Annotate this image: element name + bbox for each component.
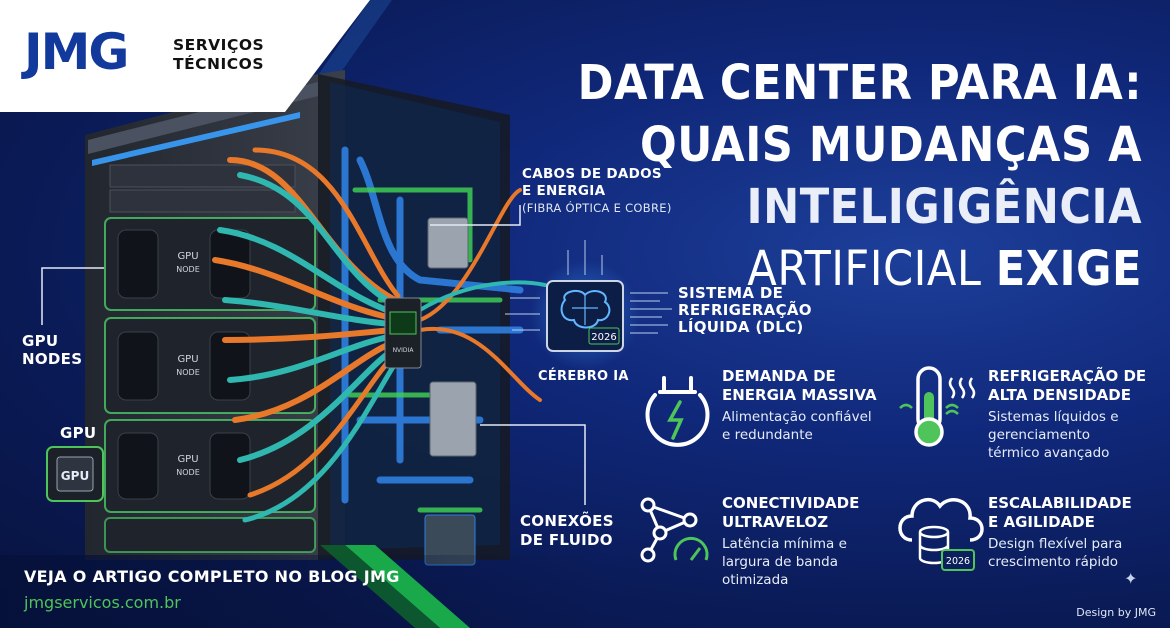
- gpu-node-label: GPU: [177, 354, 198, 365]
- callout-fluid-line-2: DE FLUIDO: [520, 531, 613, 549]
- page-title: DATA CENTER PARA IA: QUAIS MUDANÇAS A IN…: [542, 52, 1142, 300]
- feature-title: ESCALABILIDADE E AGILIDADE: [988, 494, 1132, 532]
- logo-brand: JMG: [24, 23, 129, 81]
- ai-chip: NVIDIA: [384, 297, 422, 369]
- cold-plate-bottom: [429, 381, 477, 457]
- year-badge: 2026: [946, 556, 970, 567]
- gpu-node-1: GPU NODE: [104, 217, 316, 311]
- feature-title-line: ULTRAVELOZ: [722, 513, 829, 531]
- logo-line-1: SERVIÇOS: [173, 36, 265, 54]
- logo-line-2: TÉCNICOS: [173, 55, 264, 73]
- feature-desc-line: térmico avançado: [988, 445, 1110, 461]
- gpu-chip: GPU: [46, 446, 104, 502]
- gpu-node-2: GPU NODE: [104, 317, 316, 414]
- feature-desc-line: Design flexível para: [988, 536, 1123, 552]
- callout-dlc-line-1: SISTEMA DE: [678, 284, 784, 302]
- feature-title: REFRIGERAÇÃO DE ALTA DENSIDADE: [988, 367, 1146, 405]
- callout-cables-note: (FIBRA ÓPTICA E COBRE): [522, 201, 672, 215]
- feature-desc-line: largura de banda: [722, 554, 838, 570]
- gpu-chip-label: GPU: [61, 469, 89, 483]
- callout-fluid-line-1: CONEXÕES: [520, 512, 614, 530]
- title-line-4: ARTIFICIAL EXIGE: [542, 238, 1142, 300]
- gpu-node-label: NODE: [176, 468, 200, 477]
- feature-cooling: REFRIGERAÇÃO DE ALTA DENSIDADE Sistemas …: [988, 367, 1146, 462]
- feature-description: Alimentação confiável e redundante: [722, 408, 877, 444]
- data-power-cables: [212, 147, 547, 523]
- title-line-1: DATA CENTER PARA IA:: [577, 55, 1142, 111]
- callout-fluid: CONEXÕES DE FLUIDO: [520, 512, 614, 550]
- callout-dlc: SISTEMA DE REFRIGERAÇÃO LÍQUIDA (DLC): [678, 285, 812, 336]
- feature-scalability: ESCALABILIDADE E AGILIDADE Design flexív…: [988, 494, 1132, 571]
- title-line-4b: EXIGE: [995, 241, 1142, 297]
- gpu-node-3: GPU NODE: [104, 419, 316, 513]
- callout-brain: CÉREBRO IA: [538, 369, 629, 384]
- feature-title-line: ENERGIA MASSIVA: [722, 386, 877, 404]
- power-bolt-icon: [645, 376, 710, 447]
- website-link[interactable]: jmgservicos.com.br: [24, 593, 181, 612]
- callout-gpu-nodes-line-1: GPU: [22, 332, 59, 350]
- title-line-4a: ARTIFICIAL: [747, 241, 996, 297]
- brain-year-badge: 2026: [591, 332, 616, 343]
- feature-title-line: REFRIGERAÇÃO DE: [988, 367, 1147, 385]
- callout-gpu: GPU: [60, 424, 97, 442]
- feature-title-line: CONECTIVIDADE: [722, 494, 860, 512]
- callout-cables: CABOS DE DADOS E ENERGIA (FIBRA ÓPTICA E…: [522, 166, 672, 217]
- feature-title-line: E AGILIDADE: [988, 513, 1095, 531]
- ai-brain-chip: 2026: [505, 240, 672, 370]
- callout-leaders: [41, 205, 586, 505]
- callout-gpu-nodes: GPU NODES: [22, 332, 82, 368]
- feature-desc-line: Sistemas líquidos e: [988, 409, 1119, 425]
- feature-title-line: DEMANDA DE: [722, 367, 836, 385]
- feature-description: Design flexível para crescimento rápido: [988, 535, 1132, 571]
- feature-title-line: ESCALABILIDADE: [988, 494, 1132, 512]
- feature-desc-line: Alimentação confiável: [722, 409, 872, 425]
- cold-plate-top: [427, 217, 469, 269]
- feature-energy: DEMANDA DE ENERGIA MASSIVA Alimentação c…: [722, 367, 877, 444]
- callout-gpu-nodes-line-2: NODES: [22, 350, 83, 368]
- cloud-database-icon: 2026: [898, 497, 984, 571]
- feature-desc-line: e redundante: [722, 427, 813, 443]
- server-rack: GPU NODE GPU NODE GPU NODE: [85, 70, 510, 560]
- sparkle-icon: ✦: [1124, 569, 1138, 588]
- callout-cables-line-1: CABOS DE DADOS: [522, 166, 662, 182]
- thermometer-heat-icon: [899, 366, 976, 447]
- feature-connectivity: CONECTIVIDADE ULTRAVELOZ Latência mínima…: [722, 494, 859, 589]
- feature-description: Latência mínima e largura de banda otimi…: [722, 535, 859, 589]
- callout-cables-line-2: E ENERGIA: [522, 183, 606, 199]
- chip-brand-label: NVIDIA: [393, 347, 415, 354]
- logo-subtitle: SERVIÇOS TÉCNICOS: [173, 36, 264, 74]
- feature-desc-line: crescimento rápido: [988, 554, 1119, 570]
- feature-title: CONECTIVIDADE ULTRAVELOZ: [722, 494, 859, 532]
- gpu-node-label: NODE: [176, 368, 200, 377]
- title-line-2: QUAIS MUDANÇAS A: [639, 117, 1142, 173]
- blog-cta: VEJA O ARTIGO COMPLETO NO BLOG JMG: [24, 567, 400, 586]
- gpu-node-label: NODE: [176, 265, 200, 274]
- gpu-node-label: GPU: [177, 454, 198, 465]
- feature-description: Sistemas líquidos e gerenciamento térmic…: [988, 408, 1146, 462]
- feature-desc-line: otimizada: [722, 572, 789, 588]
- feature-desc-line: gerenciamento: [988, 427, 1091, 443]
- callout-dlc-line-3: LÍQUIDA (DLC): [678, 318, 804, 336]
- network-speed-icon: [640, 497, 709, 563]
- feature-title-line: ALTA DENSIDADE: [988, 386, 1131, 404]
- callout-dlc-line-2: REFRIGERAÇÃO: [678, 301, 812, 319]
- feature-desc-line: Latência mínima e: [722, 536, 847, 552]
- gpu-node-label: GPU: [177, 251, 198, 262]
- title-line-3: INTELIGIGÊNCIA: [746, 179, 1142, 235]
- feature-title: DEMANDA DE ENERGIA MASSIVA: [722, 367, 877, 405]
- design-credit: Design by JMG: [1076, 606, 1156, 619]
